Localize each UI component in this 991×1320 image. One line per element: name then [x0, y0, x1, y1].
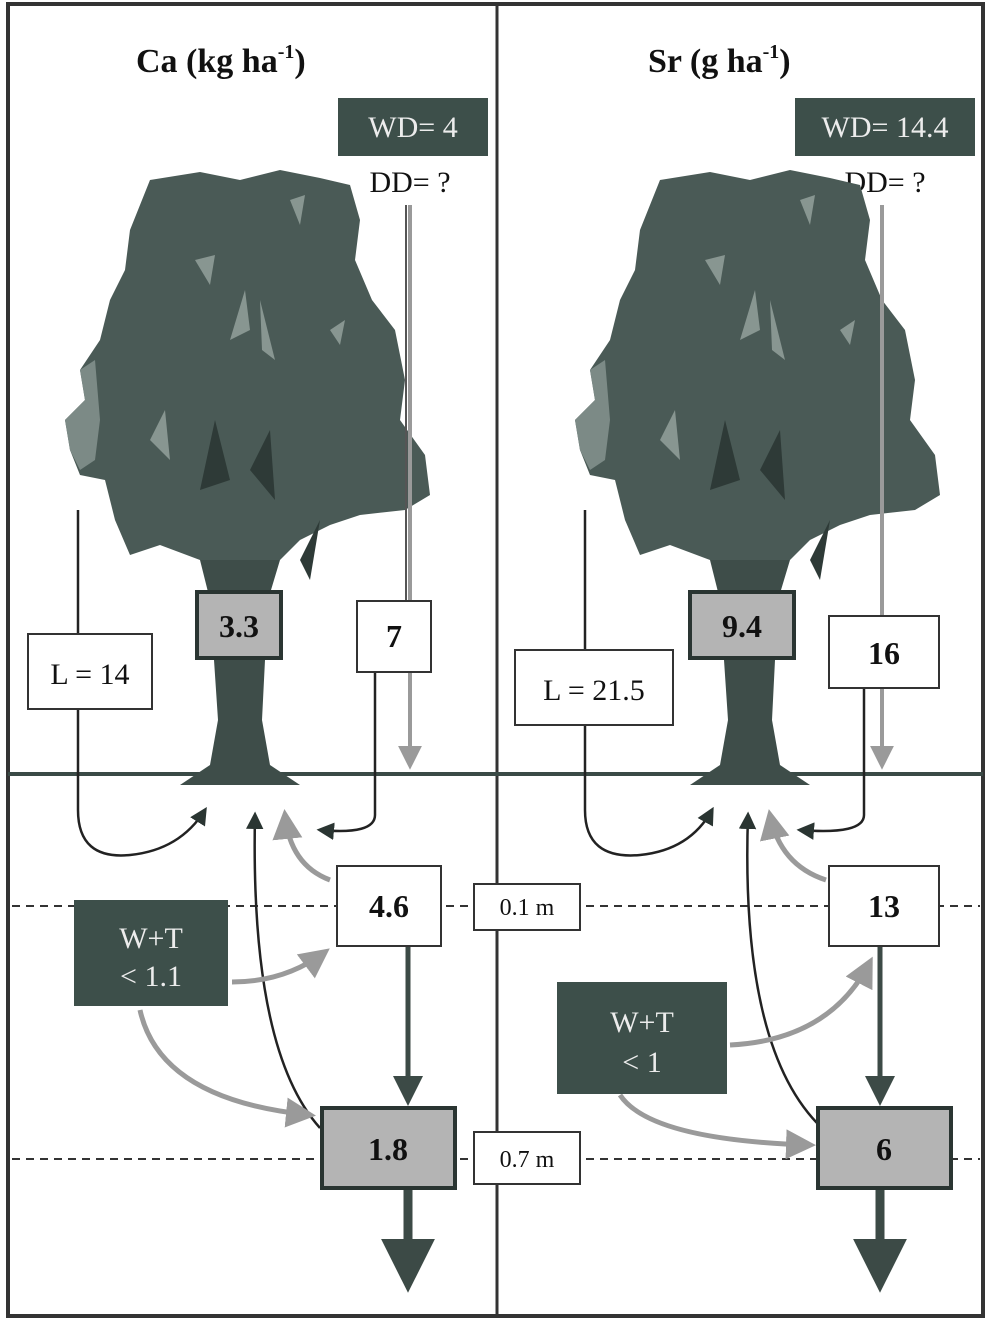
sr-panel-title: Sr (g ha-1): [648, 41, 791, 80]
ca-weathering-label-1: W+T: [119, 922, 183, 955]
ca-topsoil-value: 4.6: [369, 888, 409, 924]
sr-weathering-label-2: < 1: [622, 1046, 661, 1079]
ca-weathering-box: [74, 900, 228, 1006]
sr-weathering-to-topsoil-arrow: [729, 956, 873, 1048]
sr-weathering-box: [557, 982, 727, 1094]
ca-throughfall-flow-arrow: [316, 672, 377, 840]
sr-subsoil-box: [816, 1106, 953, 1190]
sr-canopy-box: [688, 590, 796, 660]
depth-label-deep-box: [473, 1131, 581, 1185]
sr-litter-flow-arrow: [583, 510, 714, 857]
sr-topsoil-box: [828, 865, 940, 947]
sr-throughfall-flow-arrow: [796, 688, 866, 840]
sr-throughfall-value: 16: [868, 635, 900, 671]
ca-weathering-to-topsoil-arrow: [231, 948, 330, 985]
sr-litter-value: L = 21.5: [543, 674, 645, 707]
ca-subsoil-box: [320, 1106, 457, 1190]
ca-throughfall-value: 7: [386, 618, 402, 654]
sr-wet-deposition-box: [795, 98, 975, 156]
panel-ca: Ca (kg ha-1) WD= 4 DD= ? 3.3 7 L = 14 4.…: [27, 41, 488, 1293]
ca-wet-deposition-label: WD= 4: [368, 111, 457, 144]
sr-litter-box: [514, 649, 674, 726]
ca-throughfall-box: [356, 600, 432, 673]
ca-litter-value: L = 14: [50, 658, 129, 691]
ca-dry-deposition-label: DD= ?: [369, 166, 450, 199]
sr-topsoil-uptake-arrow: [760, 809, 827, 883]
ca-subsoil-value: 1.8: [368, 1131, 408, 1167]
depth-label-deep: 0.7 m: [500, 1147, 555, 1173]
ca-topsoil-uptake-arrow: [272, 809, 331, 883]
panel-sr: Sr (g ha-1) WD= 14.4 DD= ? 9.4 16 L = 21…: [514, 41, 975, 1293]
ca-weathering-label-2: < 1.1: [120, 960, 182, 993]
ca-weathering-to-subsoil-arrow: [137, 1009, 316, 1128]
ca-litter-flow-arrow: [76, 510, 207, 857]
sr-canopy-value: 9.4: [722, 608, 762, 644]
ca-canopy-value: 3.3: [219, 608, 259, 644]
sr-subsoil-value: 6: [876, 1131, 892, 1167]
sr-subsoil-uptake-arrow: [738, 811, 823, 1129]
ca-litter-box: [27, 633, 153, 710]
ca-wet-deposition-box: [338, 98, 488, 156]
sr-topsoil-value: 13: [868, 888, 900, 924]
sr-weathering-label-1: W+T: [610, 1006, 674, 1039]
sr-throughfall-box: [828, 615, 940, 689]
sr-wet-deposition-label: WD= 14.4: [822, 111, 949, 144]
depth-label-shallow: 0.1 m: [500, 895, 555, 921]
ca-topsoil-box: [336, 865, 442, 947]
ca-panel-title: Ca (kg ha-1): [136, 41, 306, 80]
ca-canopy-box: [195, 590, 283, 660]
sr-weathering-to-subsoil-arrow: [617, 1093, 816, 1160]
depth-label-shallow-box: [473, 883, 581, 931]
